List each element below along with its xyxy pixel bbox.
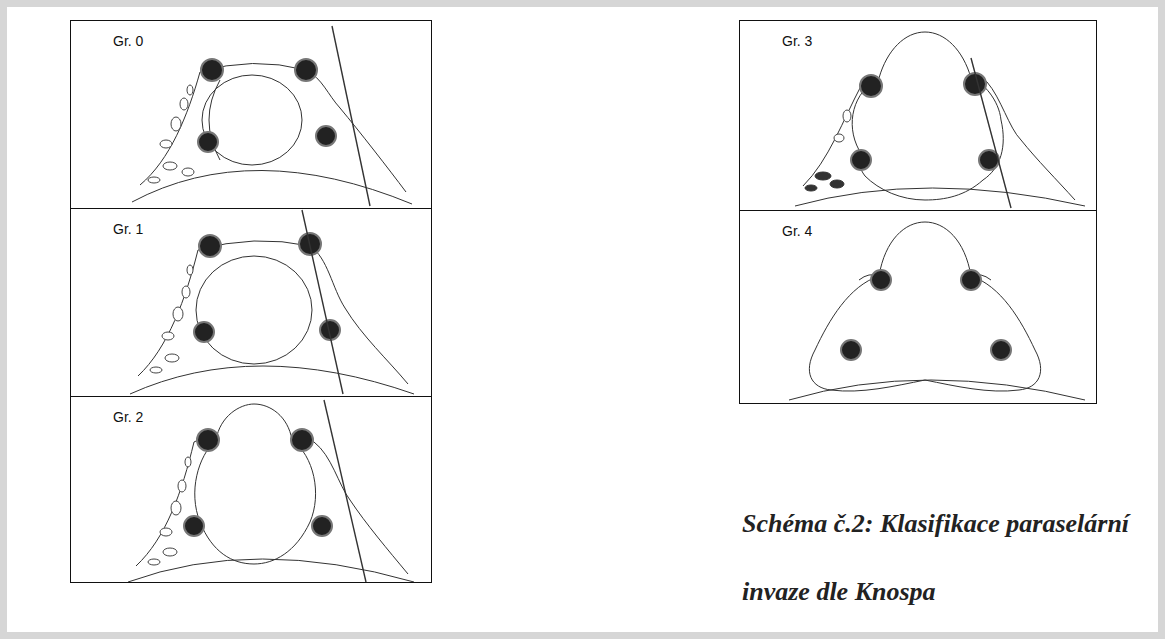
grade-3-drawing <box>795 32 1085 208</box>
grade-2-drawing <box>128 400 414 582</box>
grade-label: Gr. 0 <box>111 33 145 49</box>
grade-4-drawing <box>789 222 1085 400</box>
grade-panel: Gr. 4 <box>739 210 1097 404</box>
grade-label: Gr. 2 <box>111 409 145 425</box>
grade-0-drawing <box>132 26 412 206</box>
grade-panel: Gr. 0 <box>70 20 432 209</box>
grade-label: Gr. 3 <box>780 33 814 49</box>
grade-1-drawing <box>130 210 414 394</box>
grade-panel: Gr. 1 <box>70 208 432 397</box>
grade-panel: Gr. 2 <box>70 396 432 583</box>
figure-caption: Schéma č.2: Klasifikace paraselární inva… <box>742 490 1152 626</box>
grade-label: Gr. 4 <box>780 223 814 239</box>
grade-panel: Gr. 3 <box>739 20 1097 211</box>
grade-label: Gr. 1 <box>111 221 145 237</box>
